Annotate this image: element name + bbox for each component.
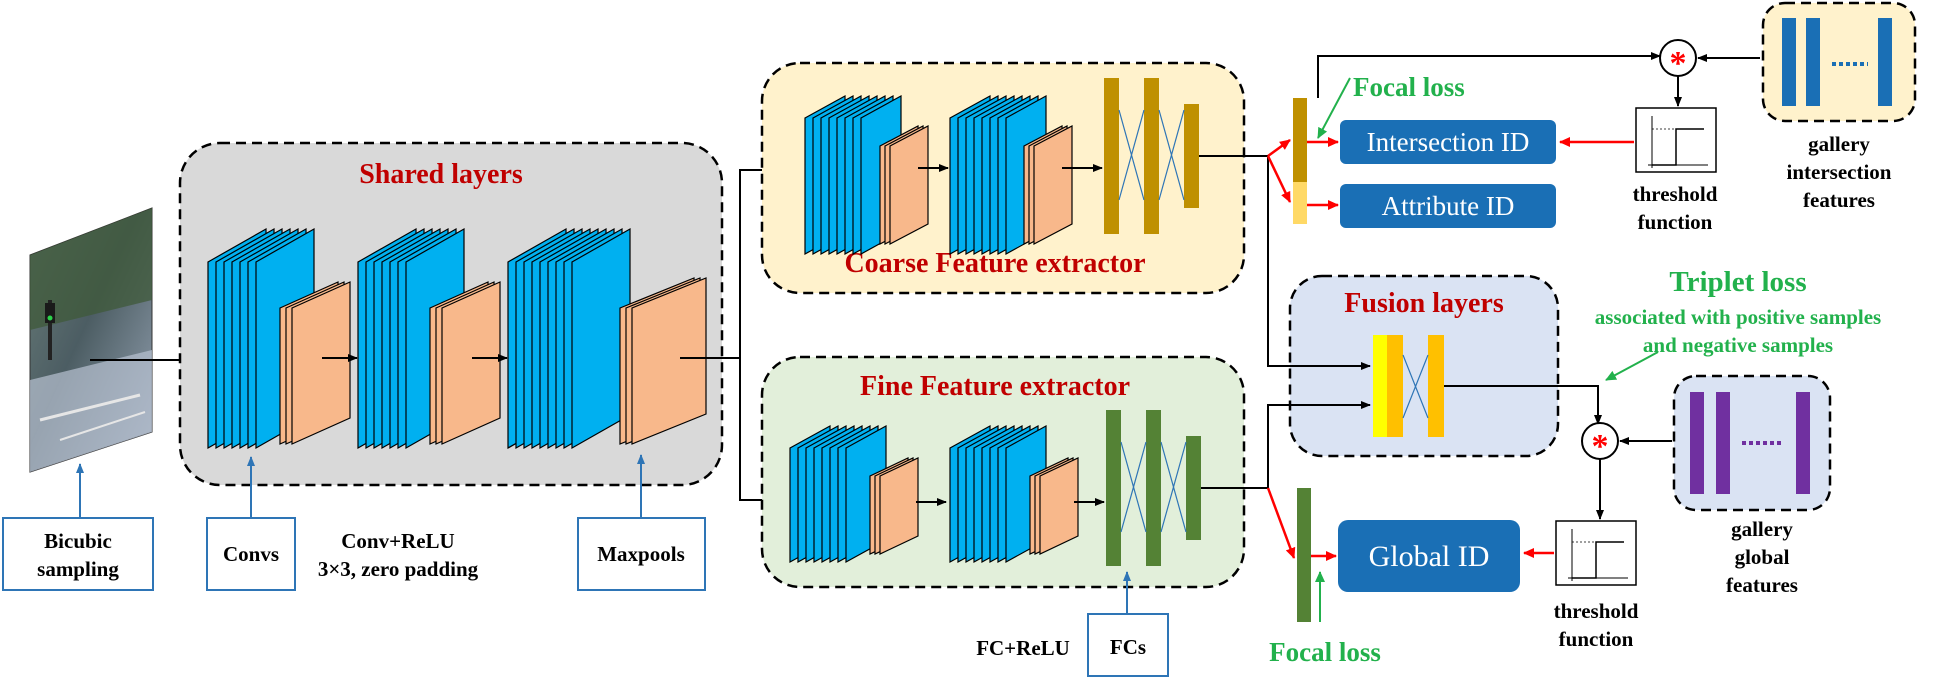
fine-extractor-title: Fine Feature extractor xyxy=(860,371,1130,402)
bicubic-label-line2: sampling xyxy=(37,557,119,581)
coarse-pool-stack-2 xyxy=(1023,125,1073,245)
multiply-top-symbol: * xyxy=(1670,45,1687,82)
fine-output-feature xyxy=(1297,488,1311,622)
fcs-label: FCs xyxy=(1110,635,1146,659)
callout-convs: Convs xyxy=(206,456,296,591)
coarse-red-arrows xyxy=(1266,137,1339,210)
focal-loss-top-label: Focal loss xyxy=(1353,72,1465,102)
multiply-operator-bottom: * xyxy=(1581,422,1619,465)
shared-layers-title: Shared layers xyxy=(359,159,523,190)
triplet-loss-line2: and negative samples xyxy=(1643,333,1833,357)
intersection-id-box: Intersection ID xyxy=(1340,120,1556,164)
threshold-function-bottom xyxy=(1555,520,1637,586)
pool-stack-1 xyxy=(279,281,351,445)
gallery-intersection-line3: features xyxy=(1803,188,1875,212)
coarse-extractor-title: Coarse Feature extractor xyxy=(844,248,1145,279)
triplet-loss-title: Triplet loss xyxy=(1669,266,1806,298)
pool-stack-3 xyxy=(619,277,707,445)
pool-stack-2 xyxy=(429,281,501,445)
convs-label: Convs xyxy=(223,542,279,566)
coarse-fc-layers xyxy=(1104,78,1199,234)
gallery-global-line2: global xyxy=(1735,545,1790,569)
fusion-layers-block: Fusion layers xyxy=(1288,274,1560,458)
input-street-image xyxy=(29,207,153,473)
gallery-global-features xyxy=(1672,374,1832,512)
multiply-operator-top: * xyxy=(1659,39,1697,82)
gallery-intersection-line1: gallery xyxy=(1808,132,1870,156)
fine-red-arrows xyxy=(1266,487,1337,561)
global-id-label: Global ID xyxy=(1369,540,1490,573)
triplet-loss: Triplet loss associated with positive sa… xyxy=(1595,266,1881,381)
threshold-bottom-line1: threshold xyxy=(1554,599,1639,623)
fc-relu-label: FC+ReLU xyxy=(976,636,1070,660)
multiply-bottom-symbol: * xyxy=(1592,428,1609,465)
gallery-intersection-line2: intersection xyxy=(1787,160,1892,184)
conv-relu-label-line1: Conv+ReLU xyxy=(341,529,454,553)
coarse-conv-stack-1 xyxy=(804,94,902,256)
bicubic-label-line1: Bicubic xyxy=(44,529,112,553)
fine-conv-stack-2 xyxy=(949,424,1047,564)
threshold-function-top xyxy=(1635,107,1717,173)
triplet-loss-line1: associated with positive samples xyxy=(1595,305,1881,329)
coarse-output-features xyxy=(1293,98,1307,224)
callout-fcs: FCs xyxy=(1087,571,1169,677)
fine-fc-layers xyxy=(1106,410,1201,566)
coarse-pool-stack-1 xyxy=(879,125,929,245)
conv-stack-3 xyxy=(507,227,631,450)
coarse-feature-extractor: Coarse Feature extractor xyxy=(760,61,1246,295)
conv-stack-2 xyxy=(357,227,465,450)
focal-loss-bottom: Focal loss xyxy=(1269,571,1381,667)
callout-bicubic: Bicubic sampling xyxy=(2,463,154,591)
fine-pool-stack-1 xyxy=(869,457,919,555)
maxpools-label: Maxpools xyxy=(597,542,685,566)
shared-layers-block: Shared layers xyxy=(178,141,724,487)
fine-pool-stack-2 xyxy=(1029,457,1079,555)
fusion-layers-title: Fusion layers xyxy=(1344,288,1504,319)
focal-loss-top: Focal loss xyxy=(1317,72,1465,139)
threshold-top-line2: function xyxy=(1638,210,1713,234)
threshold-bottom-line2: function xyxy=(1559,627,1634,651)
gallery-intersection-features xyxy=(1761,1,1917,123)
gallery-global-line1: gallery xyxy=(1731,517,1793,541)
threshold-top-line1: threshold xyxy=(1633,182,1718,206)
focal-loss-bottom-label: Focal loss xyxy=(1269,637,1381,667)
global-id-box: Global ID xyxy=(1338,520,1520,592)
fine-feature-extractor: Fine Feature extractor xyxy=(760,355,1246,589)
coarse-conv-stack-2 xyxy=(949,94,1047,256)
conv-relu-label-line2: 3×3, zero padding xyxy=(318,557,479,581)
gallery-global-line3: features xyxy=(1726,573,1798,597)
coarse-to-multiply-line xyxy=(1317,52,1661,98)
attribute-id-label: Attribute ID xyxy=(1382,191,1515,221)
intersection-id-label: Intersection ID xyxy=(1367,127,1530,157)
fine-conv-stack-1 xyxy=(789,424,887,564)
attribute-id-box: Attribute ID xyxy=(1340,184,1556,228)
callout-maxpools: Maxpools xyxy=(577,454,706,591)
